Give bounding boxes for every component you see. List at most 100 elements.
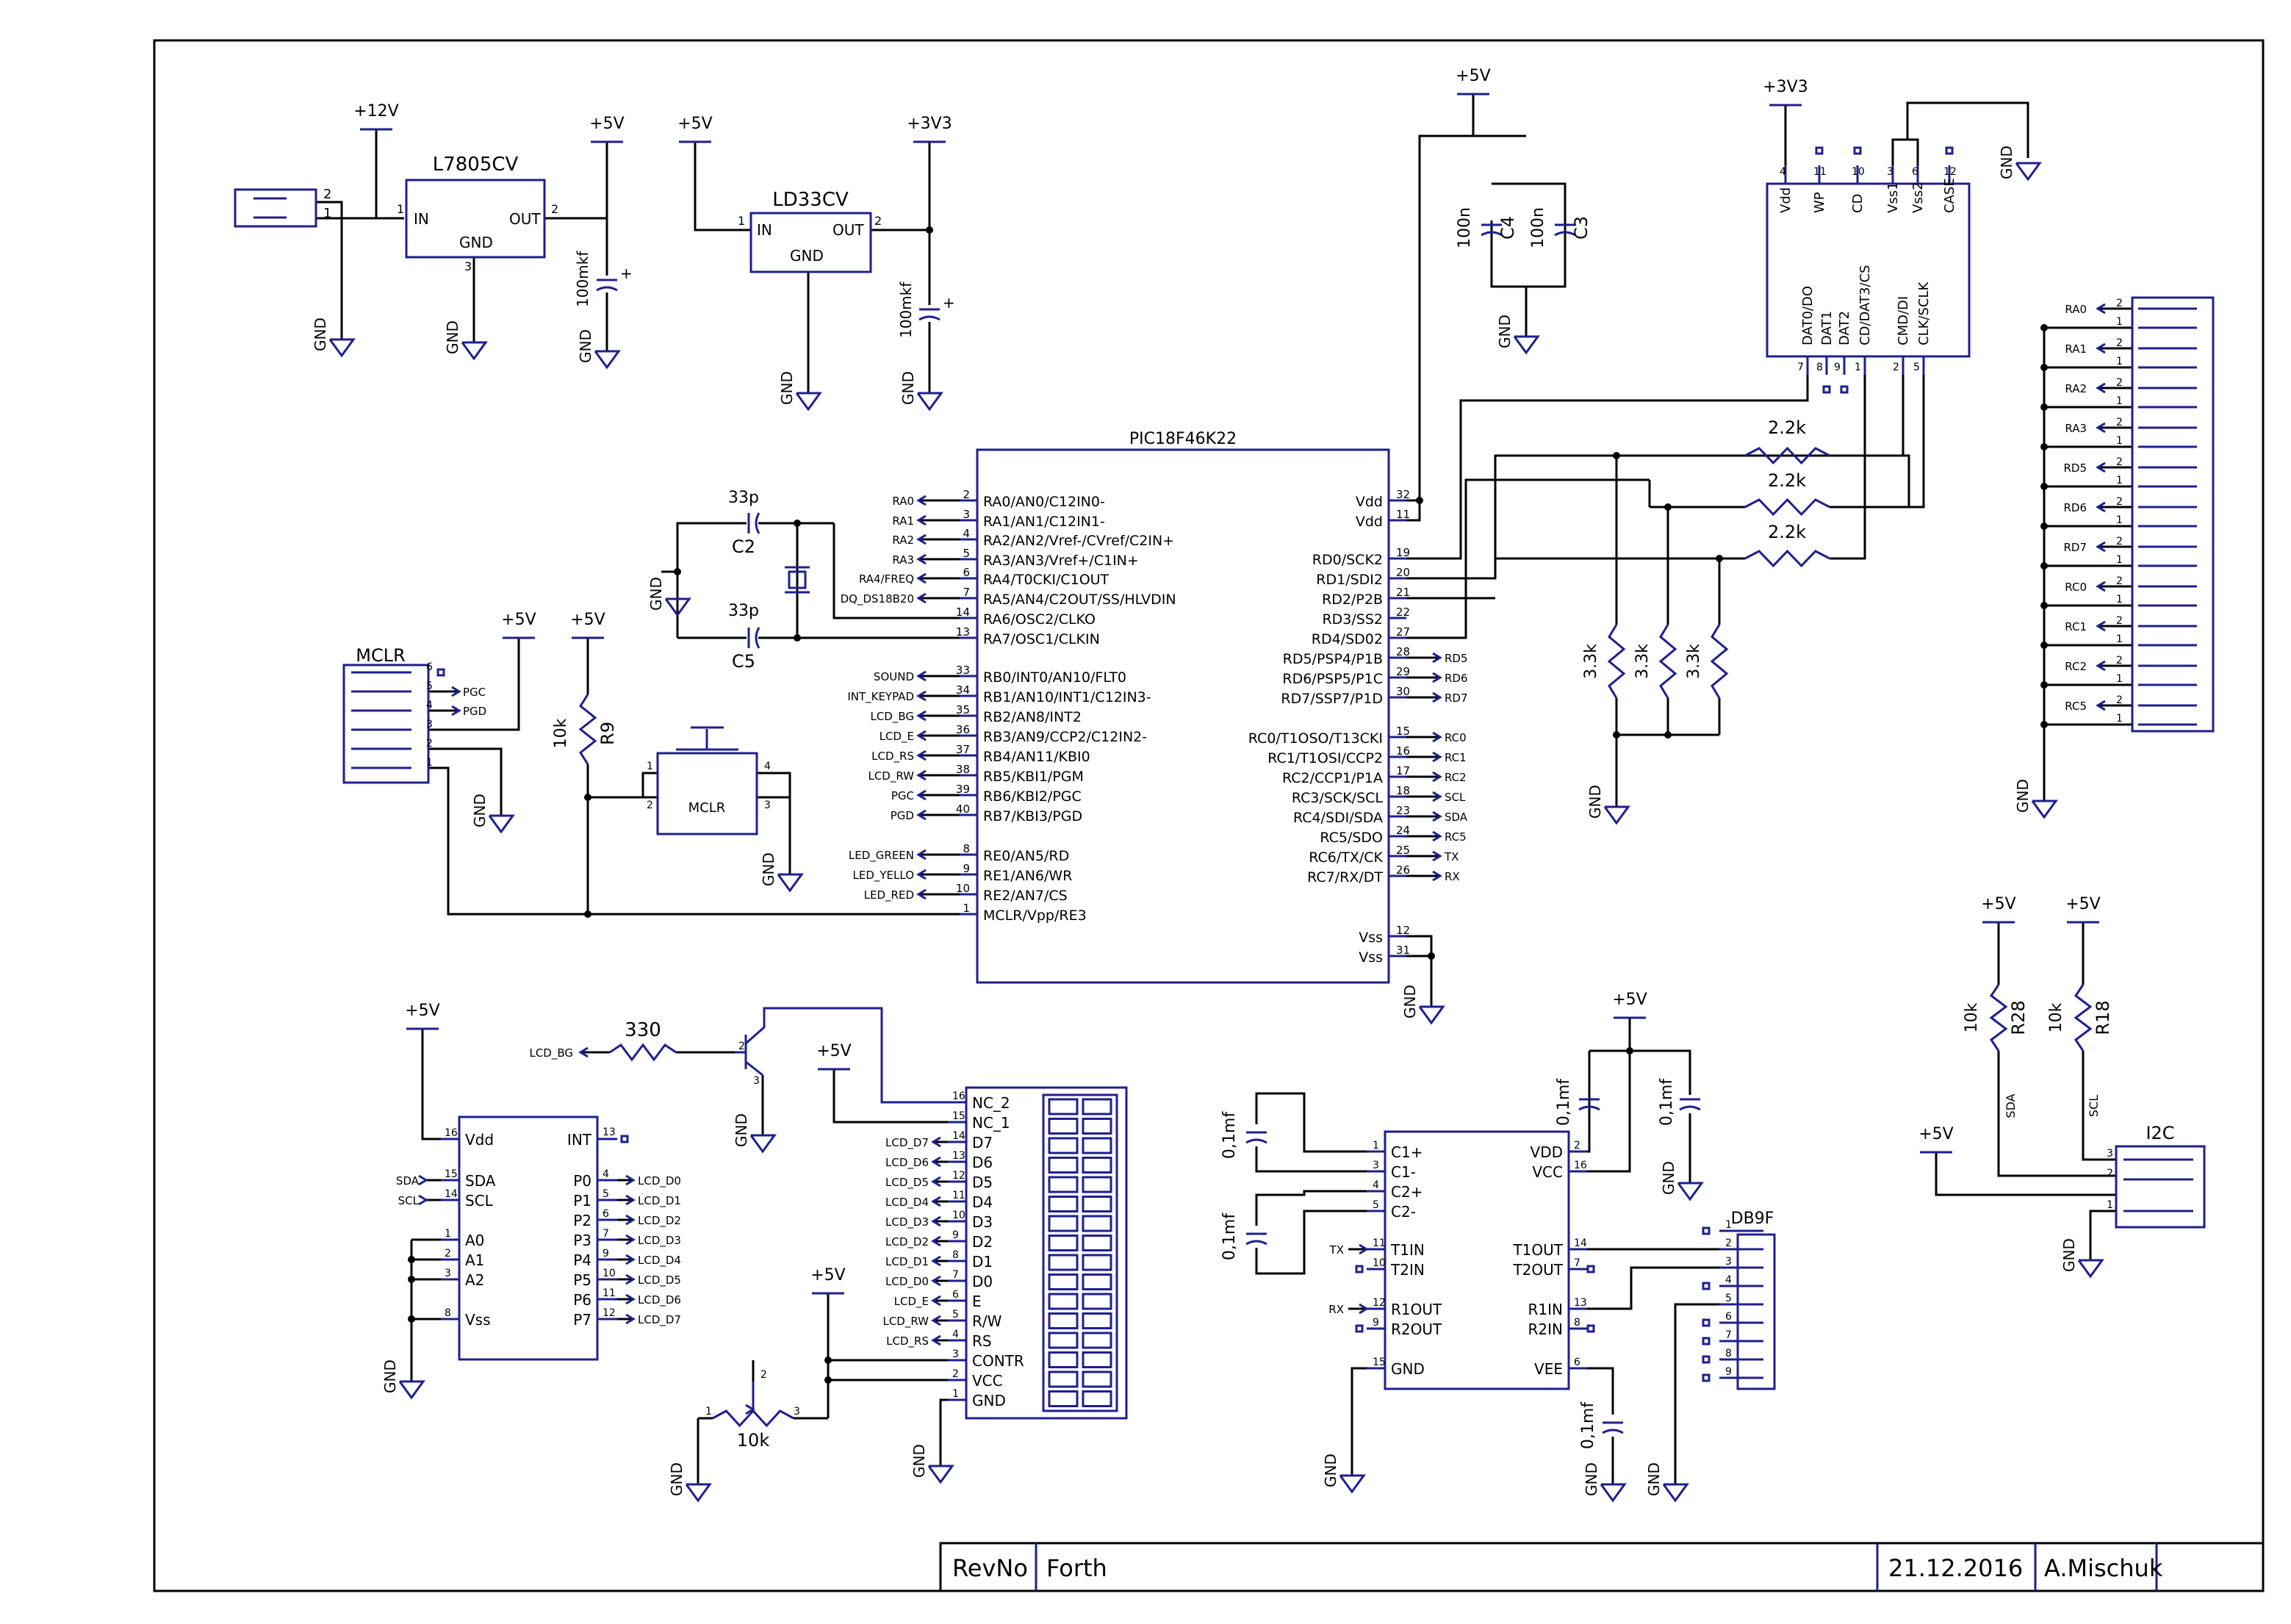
expander-pin-name: P4 xyxy=(573,1251,591,1269)
pin-number: 3 xyxy=(753,1075,760,1087)
part-name: LD33CV xyxy=(772,189,849,211)
pin-number: 2 xyxy=(760,1369,767,1381)
mcu-pin-number: 9 xyxy=(963,862,970,875)
symbol-line xyxy=(745,1007,959,1104)
pin-number: 15 xyxy=(952,1110,965,1122)
net-label: PGD xyxy=(463,705,486,718)
net-label: SDA xyxy=(2004,1093,2018,1118)
mcu-pin-number: 12 xyxy=(1396,924,1410,937)
wire xyxy=(1255,1190,1367,1226)
pin-number: 1 xyxy=(952,1388,959,1400)
mcu-pin-number: 16 xyxy=(1396,744,1410,758)
wire xyxy=(428,638,520,731)
mcu-pin-number: 24 xyxy=(1396,824,1410,837)
mcu-pin-number: 4 xyxy=(963,527,970,540)
capacitor-value: 0,1mf xyxy=(1555,1078,1573,1126)
ground-symbol xyxy=(594,350,621,370)
signal-arrow xyxy=(916,849,927,860)
ground-label: GND xyxy=(471,794,489,827)
ground-label: GND xyxy=(1645,1462,1663,1496)
net-label: RD5 xyxy=(1445,652,1468,665)
signal-arrow xyxy=(2096,461,2106,473)
expander-pin-name: P1 xyxy=(573,1192,591,1210)
revision-label: RevNo xyxy=(952,1554,1028,1582)
capacitor-value: 100mkf xyxy=(897,281,915,338)
signal-arrow xyxy=(931,1235,941,1247)
pin-number: 13 xyxy=(952,1150,965,1162)
wire xyxy=(1935,1152,2116,1196)
mcu-pin-number: 25 xyxy=(1396,844,1410,857)
wire xyxy=(421,1029,441,1140)
resistor-zigzag xyxy=(712,1409,794,1428)
mcu-pin-name: RC6/TX/CK xyxy=(1309,849,1383,866)
max-pin-name: C1- xyxy=(1391,1163,1416,1181)
power-label: +5V xyxy=(1456,67,1490,85)
signal-arrow xyxy=(916,888,927,900)
signal-arrow xyxy=(625,1174,636,1186)
lcd-character-cell xyxy=(1048,1157,1079,1174)
lcd-character-cell xyxy=(1082,1351,1112,1368)
mclr-header xyxy=(342,664,430,784)
sd-pin-number: 12 xyxy=(1943,166,1957,178)
signal-arrow xyxy=(1432,731,1442,743)
signal-arrow xyxy=(1432,672,1442,683)
mcu-pin-name: MCLR/Vpp/RE3 xyxy=(983,908,1087,924)
pin-number: 10 xyxy=(603,1268,616,1279)
lcd-character-cell xyxy=(1048,1137,1079,1154)
power-label: +3V3 xyxy=(907,115,952,133)
resistor-ref: R9 xyxy=(597,722,618,745)
wire xyxy=(757,772,791,874)
pin-number: 14 xyxy=(952,1130,965,1142)
net-label: LCD_D4 xyxy=(638,1254,681,1268)
power-label: +5V xyxy=(677,115,712,133)
pin-number: 3 xyxy=(2107,1148,2113,1160)
mcu-pin-name: RB5/KBI1/PGM xyxy=(983,769,1084,785)
resistor-zigzag xyxy=(578,694,597,765)
mcu-name: PIC18F46K22 xyxy=(1129,430,1237,448)
wire xyxy=(832,1069,948,1124)
max-pin-name: R2IN xyxy=(1528,1321,1563,1338)
sd-pin-number: 7 xyxy=(1797,362,1804,373)
net-label: LCD_D7 xyxy=(885,1136,929,1150)
wire xyxy=(428,747,503,816)
power-label: +5V xyxy=(501,611,536,629)
reset-button xyxy=(656,752,758,836)
max-pin-name: R2OUT xyxy=(1391,1321,1442,1338)
nc-pin-square xyxy=(1945,146,1954,155)
mcu-pin-number: 18 xyxy=(1396,784,1410,797)
net-label: RD6 xyxy=(1445,672,1468,685)
ground-symbol xyxy=(927,1465,954,1484)
pin-number: 2 xyxy=(2116,337,2123,349)
ground-label: GND xyxy=(1998,145,2015,179)
mcu-pin-number: 1 xyxy=(963,902,970,915)
expander-pin-name: Vss xyxy=(465,1311,491,1329)
net-label: SDA xyxy=(1445,811,1468,824)
lcd-character-cell xyxy=(1082,1098,1112,1115)
ground-symbol xyxy=(398,1380,425,1400)
lcd-pin-name: E xyxy=(972,1293,982,1310)
nc-pin-square xyxy=(1702,1318,1711,1327)
pin-number: 3 xyxy=(1725,1256,1732,1268)
expander-pin-name: SCL xyxy=(465,1192,494,1210)
title-block xyxy=(939,1542,2265,1592)
capacitor-value: 0,1mf xyxy=(1579,1401,1597,1449)
db9-connector xyxy=(1736,1233,1776,1390)
ground-label: GND xyxy=(1586,785,1604,819)
capacitor-ref: C4 xyxy=(1497,216,1518,240)
pin-number: 3 xyxy=(794,1406,800,1418)
net-label: RA1 xyxy=(2065,342,2087,356)
signal-arrow xyxy=(916,789,927,801)
signal-arrow xyxy=(916,730,927,741)
ground-label: GND xyxy=(778,371,796,405)
ground-label: GND xyxy=(381,1359,399,1393)
ground-symbol xyxy=(1600,1483,1627,1503)
signal-arrow xyxy=(1432,652,1442,664)
net-label: LCD_D3 xyxy=(885,1215,929,1229)
resistor-zigzag xyxy=(1744,497,1830,517)
capacitor-value: 0,1mf xyxy=(1220,1212,1239,1260)
mcu-pin-name: RA7/OSC1/CLKIN xyxy=(983,631,1100,647)
expander-pin-name: P7 xyxy=(573,1311,591,1329)
pin-number: 4 xyxy=(603,1168,609,1180)
lcd-character-cell xyxy=(1048,1293,1079,1310)
net-label: LCD_RW xyxy=(868,769,914,783)
